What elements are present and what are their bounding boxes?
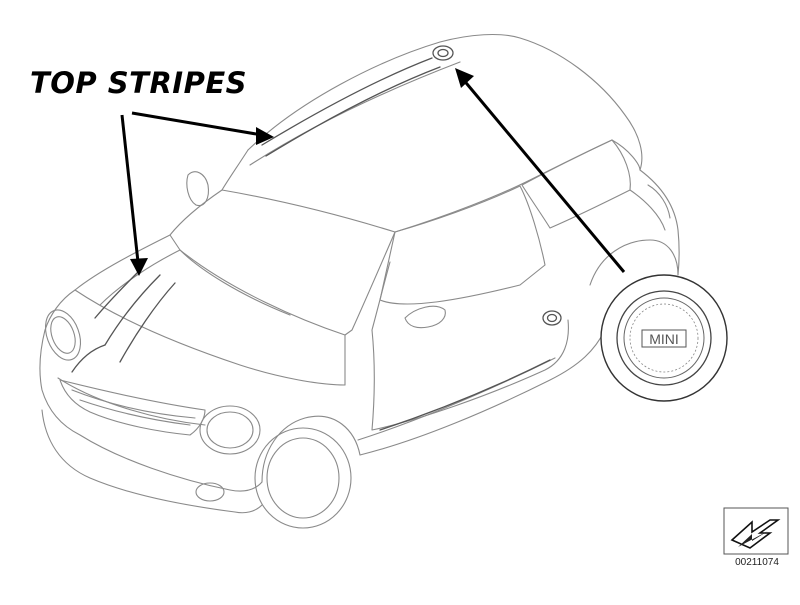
car-outline [39,33,680,529]
top-stripes-label: TOP STRIPES [30,66,248,100]
part-number: 00211074 [735,557,779,568]
badge-detail: MINI [600,274,728,402]
badge-text: MINI [649,331,679,347]
callout-arrows [120,68,626,276]
view-direction-icon [723,507,789,555]
